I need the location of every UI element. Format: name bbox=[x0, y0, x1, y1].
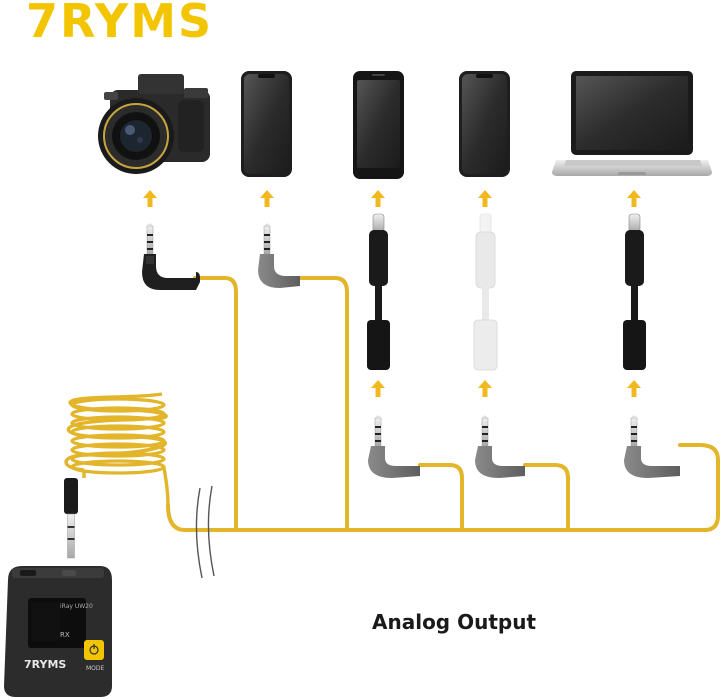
phone2-cable bbox=[418, 463, 464, 532]
receiver-model-label: iRay UW20 bbox=[60, 603, 93, 610]
caption-text: Analog Output bbox=[372, 610, 537, 634]
receiver-brand-label: 7RYMS bbox=[24, 658, 66, 671]
laptop-icon bbox=[552, 71, 712, 176]
main-cable bbox=[166, 443, 720, 532]
receiver-channel-label: RX bbox=[60, 631, 70, 639]
phone-trrs-plug bbox=[258, 223, 300, 288]
receiver-mode-label: MODE bbox=[86, 665, 105, 672]
cable-network bbox=[166, 276, 720, 532]
usb-c-adapter bbox=[367, 213, 390, 370]
camera-trs-plug bbox=[142, 223, 200, 290]
lower-trrs-plug bbox=[475, 415, 525, 478]
phone1-cable bbox=[298, 276, 349, 532]
smartphone-icon bbox=[241, 71, 292, 177]
lower-trrs-plug bbox=[368, 415, 420, 478]
wireless-receiver: iRay UW20 RX 7RYMS MODE bbox=[4, 478, 112, 697]
lightning-adapter bbox=[473, 213, 498, 371]
coiled-cable bbox=[64, 392, 170, 506]
lower-trrs-plug bbox=[624, 415, 680, 478]
phone3-cable bbox=[523, 463, 570, 532]
brand-logo: 7RYMS bbox=[26, 0, 214, 48]
camera-cable bbox=[193, 276, 238, 532]
usb-c-laptop-adapter bbox=[623, 213, 646, 370]
smartphone-icon bbox=[353, 71, 404, 179]
camera-icon bbox=[98, 74, 210, 174]
arrows-to-devices bbox=[143, 190, 641, 207]
smartphone-icon bbox=[459, 71, 510, 177]
arrows-to-adapters bbox=[371, 380, 641, 397]
cable-break-marks bbox=[195, 485, 215, 579]
